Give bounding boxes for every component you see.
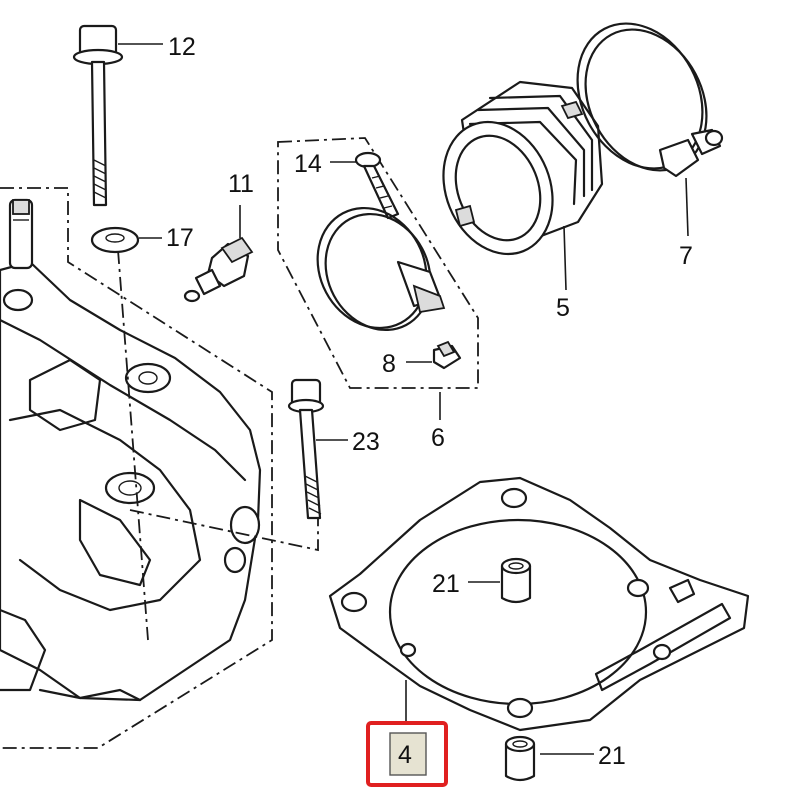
bolt-12 [72, 24, 124, 207]
cylinder-head [0, 187, 273, 749]
clamp-nut-8 [432, 340, 462, 370]
sensor-11 [183, 236, 254, 303]
clamp-screw-14 [354, 151, 400, 220]
callout-4-box[interactable] [389, 732, 427, 776]
washer-17 [90, 226, 140, 254]
callout-6: 6 [431, 424, 445, 452]
callout-21-upper: 21 [432, 570, 460, 598]
callout-21-lower: 21 [598, 742, 626, 770]
head-gasket-4 [328, 476, 750, 732]
highlight-frame [366, 721, 448, 787]
callout-12: 12 [168, 33, 196, 61]
hose-clamp-band [316, 206, 446, 332]
callout-17: 17 [166, 224, 194, 252]
intake-boot-5 [442, 80, 604, 256]
dowel-pin-21-upper [500, 557, 532, 604]
callout-5: 5 [556, 294, 570, 322]
band-clamp-7 [576, 22, 724, 178]
callout-23: 23 [352, 428, 380, 456]
callout-8: 8 [382, 350, 396, 378]
callout-7: 7 [679, 242, 693, 270]
callout-11: 11 [228, 170, 254, 198]
bolt-23 [287, 378, 325, 520]
callout-4: 4 [398, 741, 412, 769]
dowel-pin-21-lower [504, 735, 536, 782]
callout-14: 14 [294, 150, 322, 178]
